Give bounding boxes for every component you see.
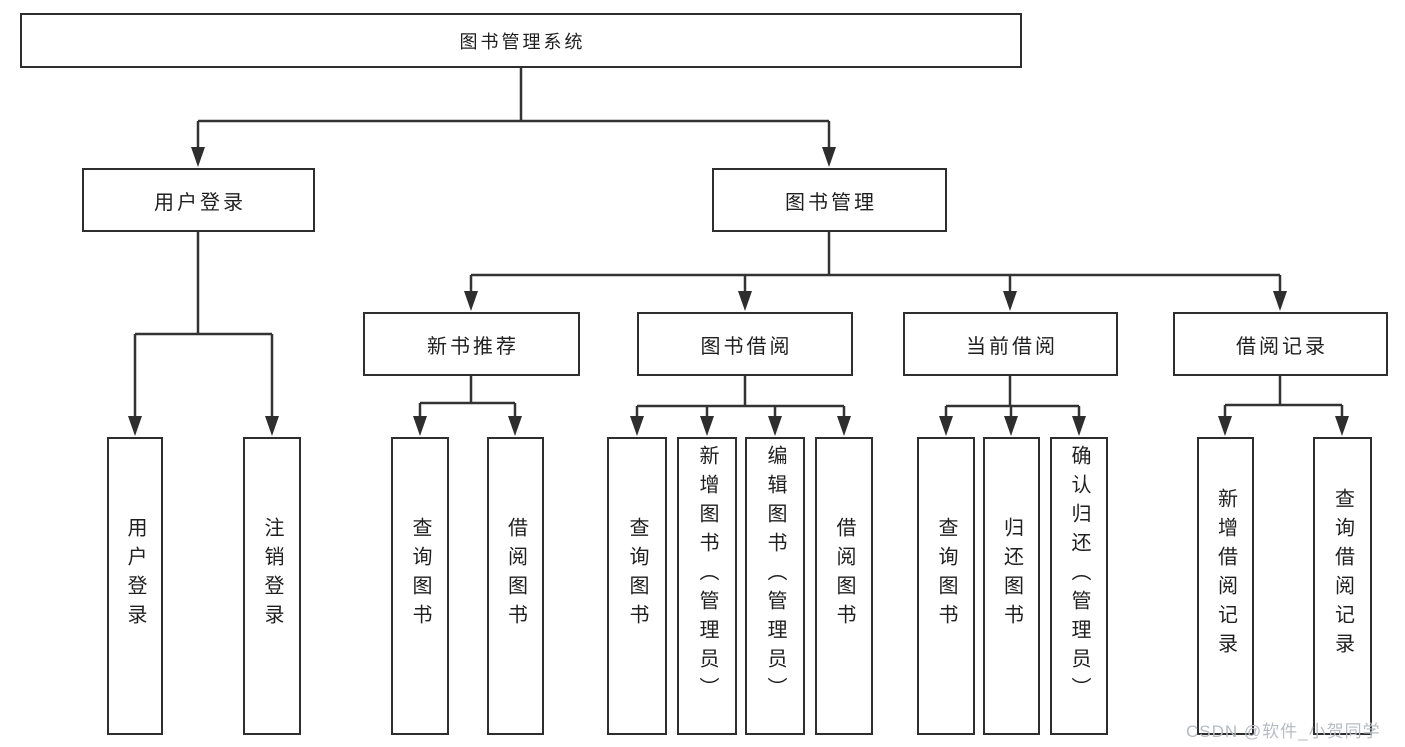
node-label: 新增图书（管理员） [696,444,718,706]
leaf-logout: 注销登录 [243,437,301,735]
leaf-add-borrow-record: 新增借阅记录 [1197,437,1254,735]
node-label: 借阅记录 [1236,335,1328,358]
leaf-return-books: 归还图书 [983,437,1040,735]
leaf-borrow-books-2: 借阅图书 [815,437,873,735]
node-label: 用户登录 [124,517,146,633]
leaf-query-books-3: 查询图书 [917,437,975,735]
node-label: 查询图书 [935,517,957,633]
node-label: 编辑图书（管理员） [764,444,786,706]
node-label: 用户登录 [154,191,246,214]
leaf-query-borrow-record: 查询借阅记录 [1313,437,1372,735]
node-label: 查询借阅记录 [1331,488,1354,662]
node-label: 图书管理系统 [459,31,586,52]
node-user-login: 用户登录 [82,168,315,232]
node-label: 确认归还（管理员） [1068,444,1090,706]
node-label: 新增借阅记录 [1214,488,1237,662]
leaf-query-books-1: 查询图书 [391,437,449,735]
node-label: 当前借阅 [966,335,1058,358]
leaf-borrow-books-1: 借阅图书 [487,437,544,735]
csdn-watermark: CSDN @软件_小贺同学 [1186,722,1381,741]
leaf-query-books-2: 查询图书 [607,437,667,735]
node-label: 查询图书 [626,517,648,633]
node-library-management-system: 图书管理系统 [20,13,1022,68]
node-label: 图书管理 [785,191,877,214]
node-label: 图书借阅 [700,335,793,358]
node-label: 新书推荐 [427,335,519,358]
node-label: 借阅图书 [833,517,855,633]
leaf-confirm-return-admin: 确认归还（管理员） [1050,437,1108,735]
leaf-add-books-admin: 新增图书（管理员） [677,437,737,735]
node-label: 借阅图书 [504,517,527,633]
node-label: 注销登录 [261,517,283,633]
leaf-user-login: 用户登录 [107,437,163,735]
node-borrowing-records: 借阅记录 [1173,312,1388,376]
node-new-book-recommendation: 新书推荐 [363,312,580,376]
node-current-borrowing: 当前借阅 [903,312,1118,376]
node-label: 归还图书 [1000,517,1023,633]
node-label: 查询图书 [409,517,431,633]
node-book-borrowing: 图书借阅 [637,312,853,376]
leaf-edit-books-admin: 编辑图书（管理员） [745,437,805,735]
node-book-management: 图书管理 [712,168,947,232]
